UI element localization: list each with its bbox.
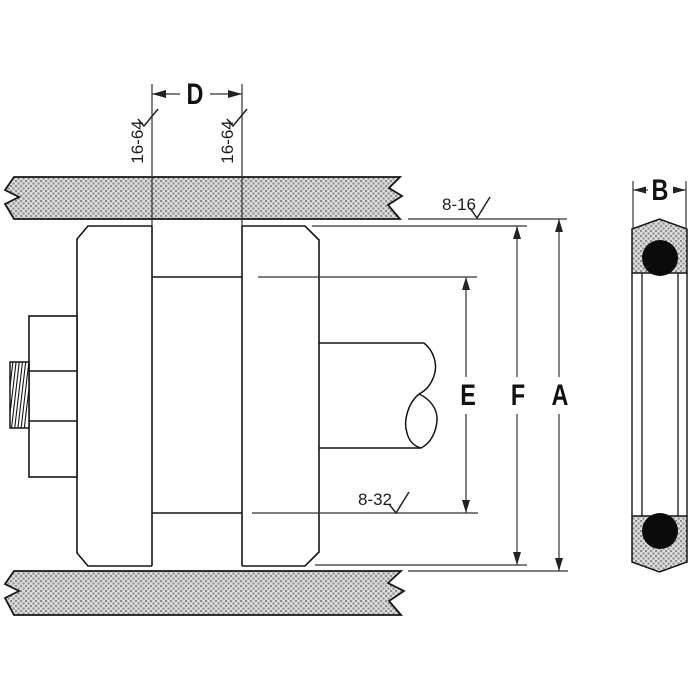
finish-label-groove-root: 8-32 — [357, 490, 393, 509]
piston-right-flange — [242, 225, 320, 567]
arrowhead-up — [462, 277, 470, 290]
bolt-thread-hatch — [10, 362, 29, 428]
arrowhead-down — [462, 500, 470, 513]
piston-rod — [319, 342, 438, 449]
arrowhead-down — [513, 552, 521, 565]
dim-label-groove-root-diameter: E — [460, 379, 476, 412]
dim-label-seal-width: B — [651, 174, 669, 207]
dim-label-groove-width: D — [186, 78, 204, 111]
finish-label-groove-wall-left: 16-64 — [128, 120, 147, 164]
bolt-head — [28, 315, 78, 478]
arrowhead-up — [555, 219, 563, 232]
finish-check-groove-wall-right — [226, 108, 248, 128]
arrowhead-right — [673, 186, 686, 194]
rod-break-lens — [404, 393, 438, 449]
dim-label-bore-diameter: A — [551, 379, 569, 412]
finish-label-groove-wall-right: 16-64 — [218, 120, 237, 164]
arrowhead-left — [152, 90, 166, 98]
finish-check-groove-wall-left — [137, 108, 159, 128]
dim-label-piston-diameter: F — [510, 379, 526, 412]
o-ring-bottom — [642, 513, 678, 549]
piston-left-flange — [76, 225, 152, 567]
dimension-groove-root — [252, 276, 478, 514]
cylinder-wall-top — [3, 176, 404, 220]
finish-label-bore: 8-16 — [441, 195, 477, 214]
arrowhead-up — [513, 226, 521, 239]
arrowhead-down — [555, 558, 563, 571]
arrowhead-right — [228, 90, 242, 98]
dimension-seal-width — [632, 181, 687, 229]
dimension-piston-diameter — [312, 225, 527, 566]
o-ring-top — [642, 240, 678, 276]
finish-check-groove-root — [388, 491, 410, 515]
bolt — [9, 315, 78, 478]
dimension-groove-width — [151, 84, 243, 226]
surface-finish-marks — [137, 108, 491, 515]
dimension-bore-diameter — [408, 218, 568, 572]
finish-check-bore — [469, 196, 491, 220]
cylinder-wall-bottom — [3, 570, 406, 616]
seal-cross-section — [631, 218, 688, 573]
rod-break-curve — [418, 342, 437, 395]
arrowhead-left — [633, 186, 646, 194]
